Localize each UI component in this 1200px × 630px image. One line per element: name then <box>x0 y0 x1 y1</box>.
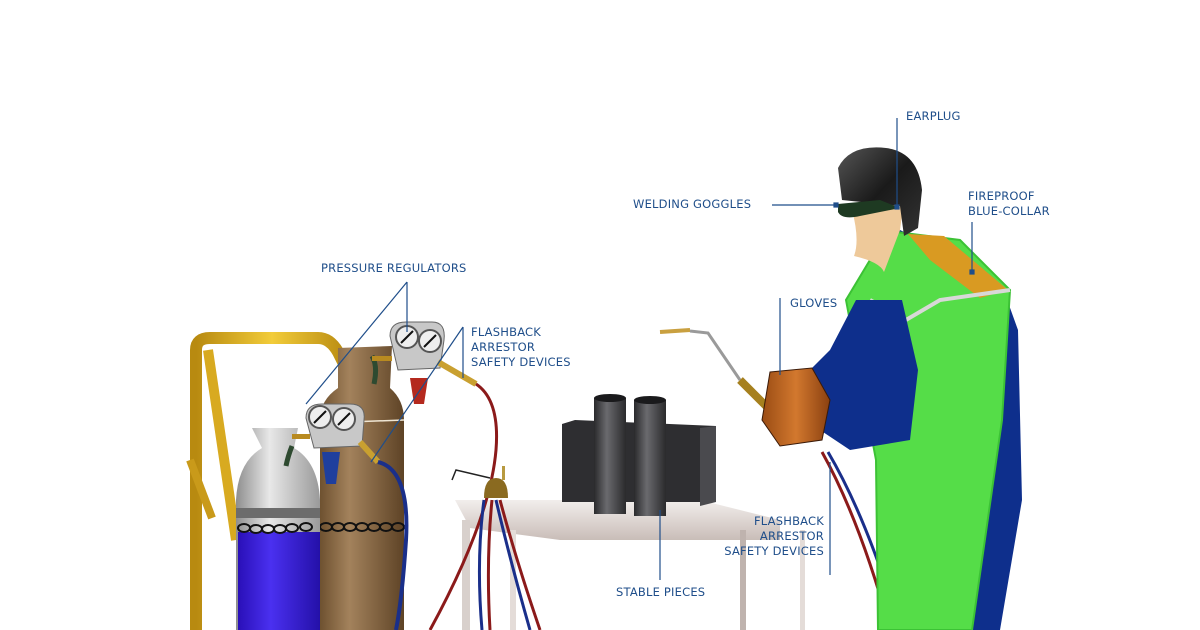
stable-pieces-workpieces <box>562 394 716 516</box>
leader-lines <box>305 118 975 580</box>
cylinder-cart <box>186 332 354 630</box>
regulator-upper <box>372 321 478 404</box>
label-earplug: EARPLUG <box>906 109 961 123</box>
label-welding-goggles: WELDING GOGGLES <box>633 197 752 211</box>
work-table <box>455 500 805 630</box>
label-pressure-regulators: PRESSURE REGULATORS <box>321 261 467 275</box>
label-stable-pieces: STABLE PIECES <box>616 585 706 599</box>
welding-torch <box>659 328 775 415</box>
oxygen-cylinder <box>236 428 320 630</box>
label-flashback-arrestor-bottom: FLASHBACK ARRESTOR SAFETY DEVICES <box>724 514 824 558</box>
torch-holder <box>451 466 508 498</box>
acetylene-cylinder <box>319 346 405 630</box>
label-fireproof-collar: FIREPROOF BLUE-COLLAR <box>968 189 1050 218</box>
label-gloves: GLOVES <box>790 296 838 310</box>
welder-figure <box>761 147 1022 630</box>
regulator-lower <box>292 403 381 484</box>
label-flashback-arrestor-top: FLASHBACK ARRESTOR SAFETY DEVICES <box>471 325 571 369</box>
